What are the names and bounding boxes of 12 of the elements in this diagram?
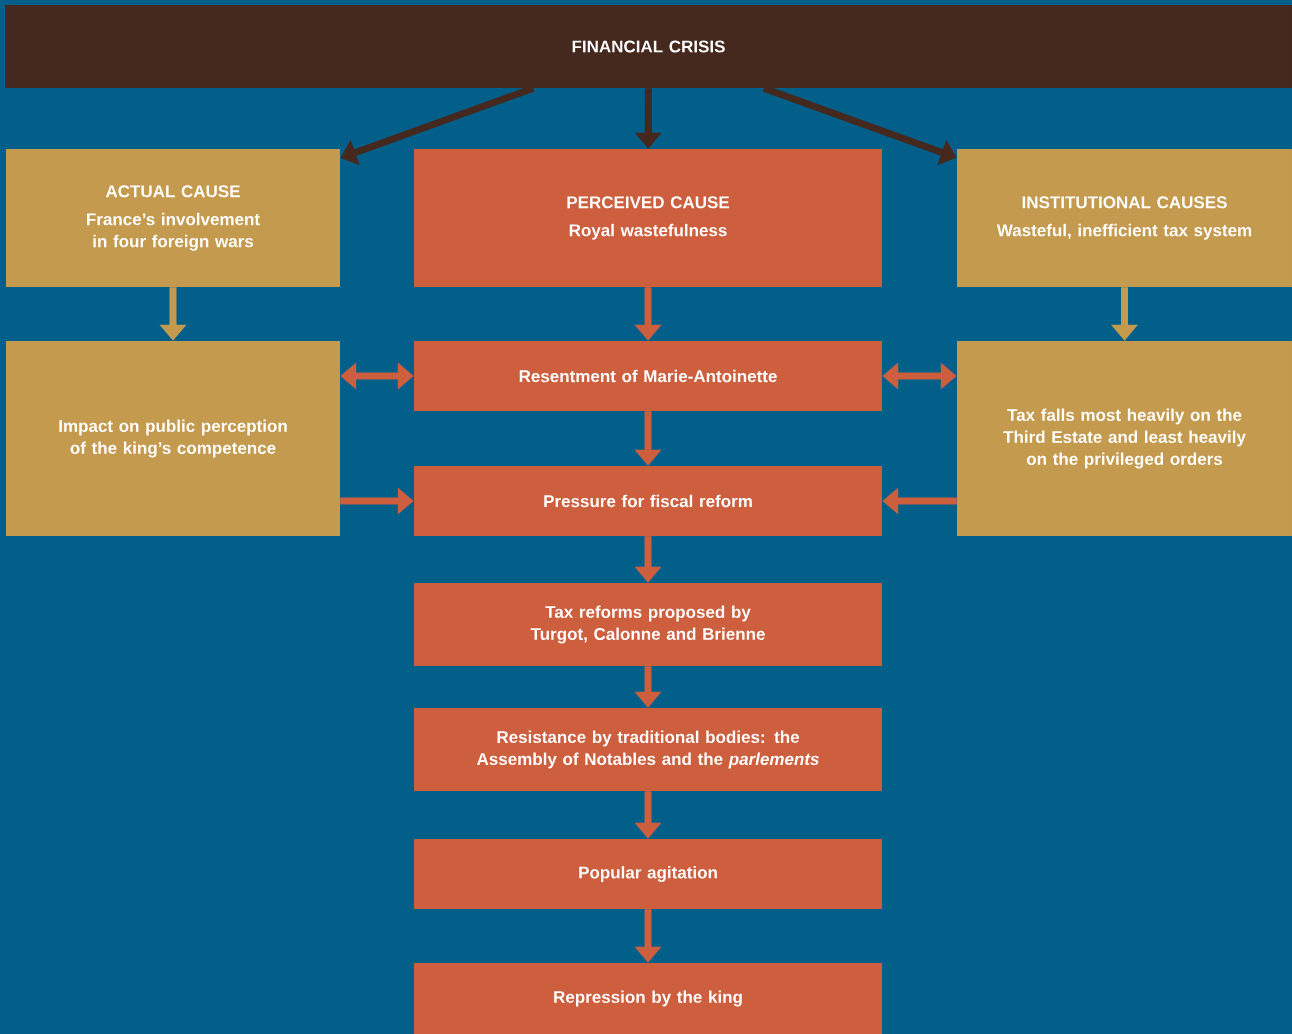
process-box: Tax reforms proposed by Turgot, Calonne and Brienne: [414, 583, 882, 666]
cause-box: ACTUAL CAUSE France’s involvement in four foreign wars: [6, 149, 340, 287]
cause-box: INSTITUTIONAL CAUSES Wasteful, inefficient tax system: [957, 149, 1292, 287]
effect-box: Impact on public perception of the king’s competence: [6, 341, 340, 536]
cause-box: PERCEIVED CAUSE Royal wastefulness: [414, 149, 882, 287]
process-box: Repression by the king: [414, 963, 882, 1034]
title-bar: FINANCIAL CRISIS: [5, 5, 1292, 88]
effect-box: Tax falls most heavily on the Third Estate and least heavily on the privileged orders: [957, 341, 1292, 536]
process-box: Resistance by traditional bodies: the Assembly of Notables and the parlements: [414, 708, 882, 791]
process-box: Resentment of Marie-Antoinette: [414, 341, 882, 411]
process-box: Pressure for fiscal reform: [414, 466, 882, 536]
process-box: Popular agitation: [414, 839, 882, 909]
